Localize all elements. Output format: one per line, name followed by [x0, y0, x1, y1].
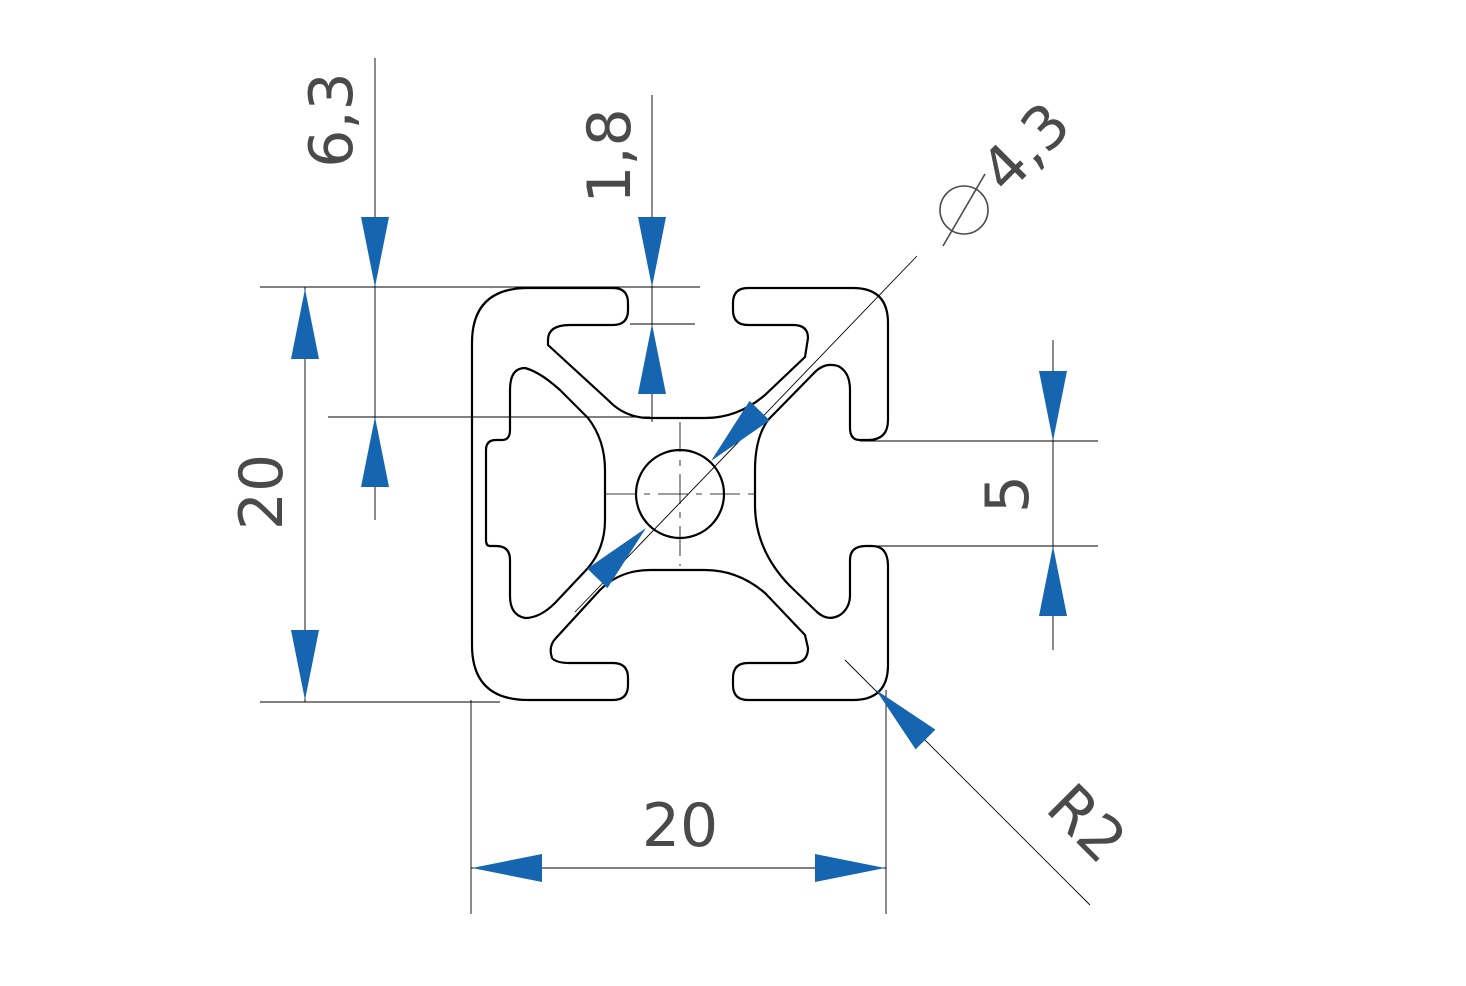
center-lines [606, 422, 754, 566]
dimension-arrows [291, 217, 1067, 882]
arrow-height-top [291, 289, 319, 359]
arrow-radius [866, 680, 936, 750]
arrow-width-right [815, 854, 885, 882]
arrow-width-left [472, 854, 542, 882]
arrow-slot-width-top [1039, 371, 1067, 441]
arrow-wall-top [638, 217, 666, 287]
arrow-slot-depth-bottom [361, 417, 389, 487]
dim-slot-width-label: 5 [973, 475, 1043, 513]
dim-width-label: 20 [642, 791, 718, 861]
dim-height-label: 20 [227, 454, 297, 530]
outer-contour [470, 286, 890, 702]
dim-bore-diameter-label: 4,3 [967, 89, 1084, 206]
dim-corner-radius-label: R2 [1033, 771, 1139, 877]
arrow-wall-bottom [638, 324, 666, 394]
dim-wall-thickness-label: 1,8 [575, 108, 645, 203]
dim-slot-depth-label: 6,3 [297, 72, 367, 167]
arrow-height-bottom [291, 630, 319, 700]
diameter-icon [939, 173, 989, 247]
arrow-slot-depth-top [361, 217, 389, 287]
arrow-slot-width-bottom [1039, 546, 1067, 616]
left-inner-cavity [484, 366, 607, 620]
